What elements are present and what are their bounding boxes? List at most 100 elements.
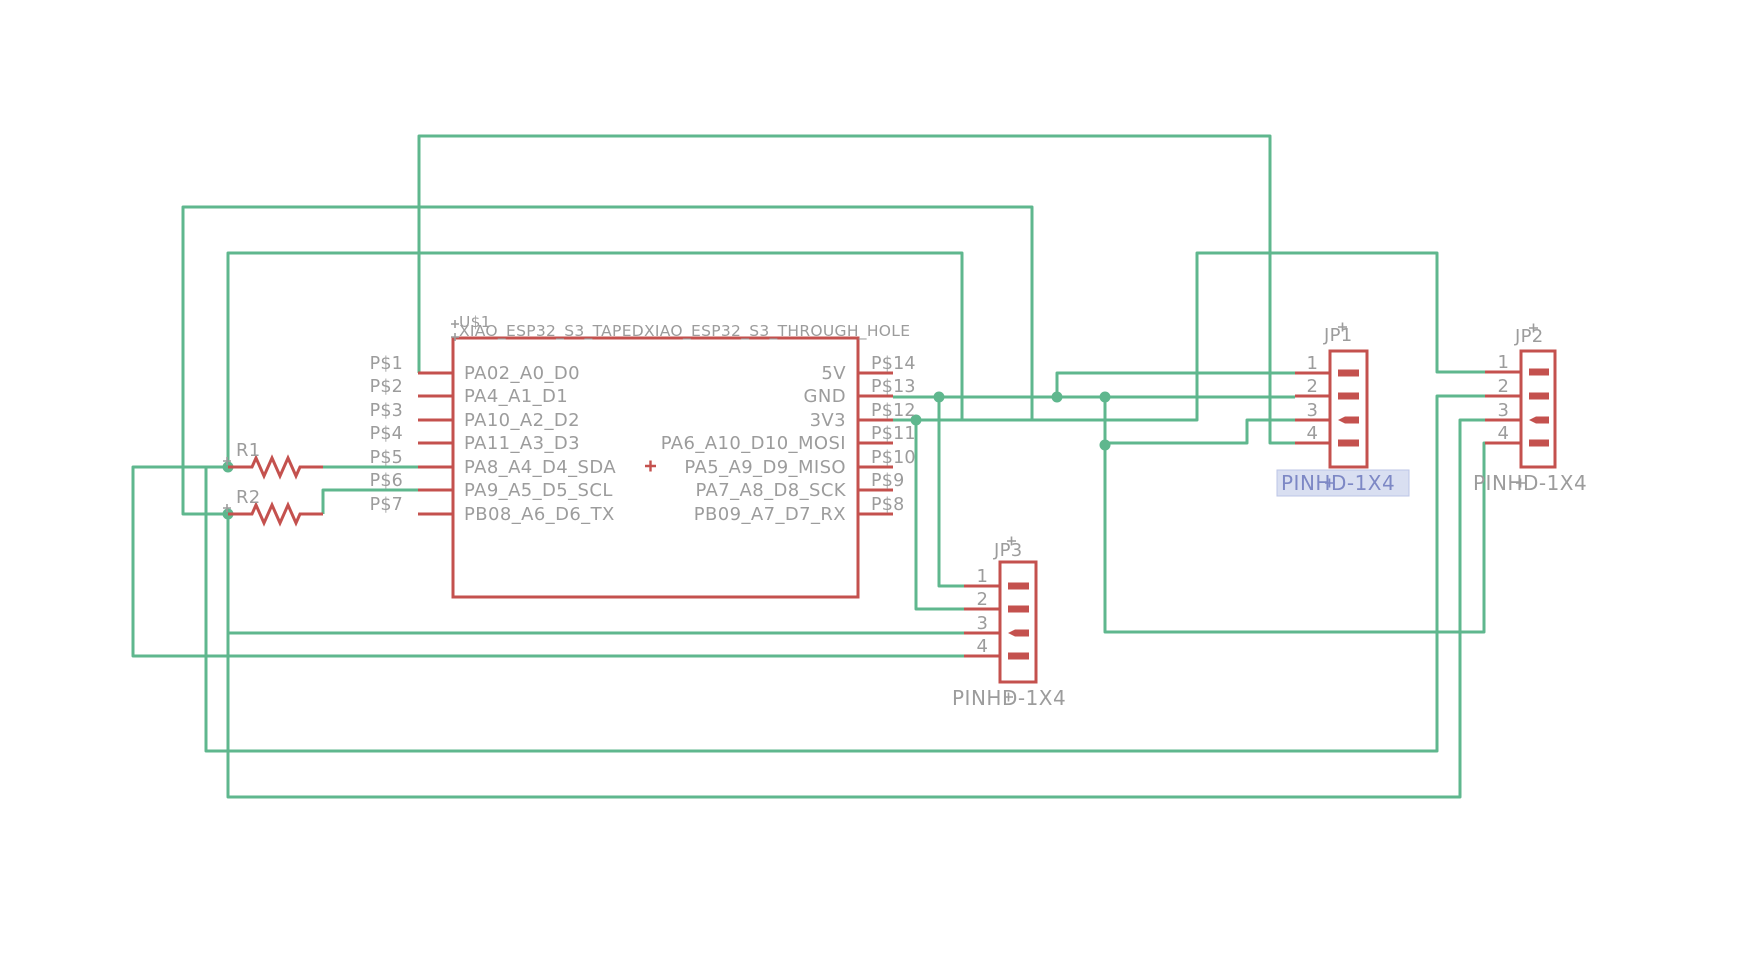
pad-label: P$6: [370, 471, 403, 491]
wire-jp1-3[interactable]: [1105, 418, 1295, 445]
pin-number: 3: [977, 613, 988, 634]
pin-name: PA8_A4_D4_SDA: [464, 457, 616, 478]
pin-name: PA6_A10_D10_MOSI: [661, 433, 846, 454]
pin-number: 1: [1498, 352, 1509, 373]
pin-name: PA5_A9_D9_MISO: [684, 457, 846, 478]
header-part-label[interactable]: PINHD-1X4: [952, 686, 1066, 710]
pin-bar: [1008, 582, 1029, 590]
pin-bar: [1529, 392, 1549, 400]
origin-cross-icon: [451, 333, 459, 341]
pin-name: PB08_A6_D6_TX: [464, 504, 615, 525]
origin-cross-icon: [223, 504, 231, 512]
pin-bar-pointed: [1008, 629, 1029, 637]
pad-label: P$8: [871, 495, 904, 515]
header-body[interactable]: [1519, 349, 1557, 469]
pin-name: PA4_A1_D1: [464, 386, 568, 407]
pin-name: PA9_A5_D5_SCL: [464, 480, 613, 501]
wire-jp1-1[interactable]: [1055, 371, 1295, 397]
header-jp1[interactable]: 1 2 3 4 JP1 PINHD-1X4: [1276, 322, 1410, 497]
wire-r1-top-to-3v3[interactable]: [226, 251, 964, 467]
resistor-symbol[interactable]: [228, 454, 323, 480]
resistor-r2[interactable]: R2: [223, 487, 323, 527]
header-pin-stubs[interactable]: [964, 584, 1000, 658]
header-pin-stubs[interactable]: [1295, 371, 1330, 445]
header-ref-label[interactable]: JP3: [993, 540, 1023, 561]
junction-dot: [1051, 391, 1063, 403]
pin-bar: [1338, 392, 1359, 400]
pin-bar-pointed: [1338, 416, 1359, 424]
wire-branch-to-jp2-2[interactable]: [204, 394, 1485, 753]
wire-a0-to-jp1-4[interactable]: [417, 134, 1295, 445]
wire-r2-to-p6[interactable]: [321, 488, 418, 514]
header-jp3[interactable]: 1 2 3 4 JP3 PINHD-1X4: [952, 536, 1066, 711]
wire-r1-left-to-jp3-4[interactable]: [131, 465, 964, 658]
pin-bar: [1529, 368, 1549, 376]
pin-bar: [1529, 439, 1549, 447]
pin-bar-pointed: [1529, 416, 1549, 424]
resistor-symbol[interactable]: [228, 501, 323, 527]
pin-bar: [1338, 369, 1359, 377]
pad-label: P$1: [370, 354, 403, 374]
junction-dot: [1099, 391, 1111, 403]
wire-3v3-to-jp3-2[interactable]: [914, 420, 964, 611]
origin-cross-icon: [223, 457, 231, 465]
pin-bar: [1338, 439, 1359, 447]
pin-name: PA02_A0_D0: [464, 363, 580, 384]
pin-number: 3: [1307, 400, 1318, 421]
resistor-r1[interactable]: R1: [223, 440, 323, 480]
wire-gnd-to-jp3-1[interactable]: [937, 397, 964, 588]
pin-name: PA10_A2_D2: [464, 410, 580, 431]
header-pin-stubs[interactable]: [1485, 370, 1521, 445]
ic-left-pin-stubs[interactable]: [418, 371, 453, 516]
header-ref-label[interactable]: JP2: [1514, 326, 1544, 347]
origin-cross-icon: [1325, 478, 1334, 488]
junction-dots: [222, 391, 1111, 520]
pad-label: P$13: [871, 377, 916, 397]
pad-label: P$7: [370, 495, 403, 515]
pin-name: GND: [804, 386, 846, 407]
ic-right-pin-stubs[interactable]: [858, 371, 893, 516]
junction-dot: [910, 414, 922, 426]
pin-number: 2: [977, 589, 988, 610]
header-body[interactable]: [998, 560, 1038, 684]
header-ref-label[interactable]: JP1: [1323, 325, 1353, 346]
resistor-ref-label[interactable]: R2: [236, 487, 261, 508]
pin-bar: [1008, 605, 1029, 613]
wires: [131, 134, 1486, 799]
pin-bar: [1008, 652, 1029, 660]
header-jp2[interactable]: 1 2 3 4 JP2 PINHD-1X4: [1473, 323, 1587, 496]
pad-label: P$14: [871, 354, 916, 374]
wire-r2-top-to-3v3[interactable]: [181, 205, 1034, 516]
resistor-ref-label[interactable]: R1: [236, 440, 261, 461]
header-part-label[interactable]: PINHD-1X4: [1281, 471, 1395, 495]
header-part-label[interactable]: PINHD-1X4: [1473, 471, 1587, 495]
wire-3v3-bridge-jp2-1[interactable]: [893, 251, 1485, 422]
wire-gnd-to-jp2-4[interactable]: [1103, 397, 1486, 634]
pin-name: PB09_A7_D7_RX: [694, 504, 846, 525]
pin-number: 3: [1498, 400, 1509, 421]
pin-name: 5V: [821, 363, 846, 384]
pad-label: P$2: [370, 377, 403, 397]
pin-number: 4: [1498, 423, 1509, 444]
ic-u1[interactable]: U$1 XIAO_ESP32_S3_TAPEDXIAO_ESP32_S3_THR…: [370, 313, 916, 599]
junction-dot: [933, 391, 945, 403]
origin-cross-icon: [1007, 536, 1016, 546]
pad-label: P$9: [871, 471, 904, 491]
ic-part-label[interactable]: XIAO_ESP32_S3_TAPEDXIAO_ESP32_S3_THROUGH…: [459, 322, 910, 341]
pin-number: 1: [1307, 353, 1318, 374]
origin-cross-icon: [451, 320, 459, 328]
origin-cross-icon: [1004, 692, 1013, 702]
pin-number: 1: [977, 566, 988, 587]
origin-cross-icon: [1516, 478, 1525, 488]
pin-name: PA11_A3_D3: [464, 433, 580, 454]
pin-number: 2: [1498, 376, 1509, 397]
pin-name: PA7_A8_D8_SCK: [695, 480, 846, 501]
selected-label-highlight: [1276, 469, 1410, 497]
pad-label: P$11: [871, 424, 916, 444]
ic-ref-label[interactable]: U$1: [459, 313, 491, 331]
wire-branch-to-jp2-3[interactable]: [226, 418, 1485, 799]
pin-number: 4: [977, 636, 988, 657]
junction-dot: [1099, 439, 1111, 451]
header-body[interactable]: [1328, 349, 1369, 469]
pad-label: P$4: [370, 424, 403, 444]
